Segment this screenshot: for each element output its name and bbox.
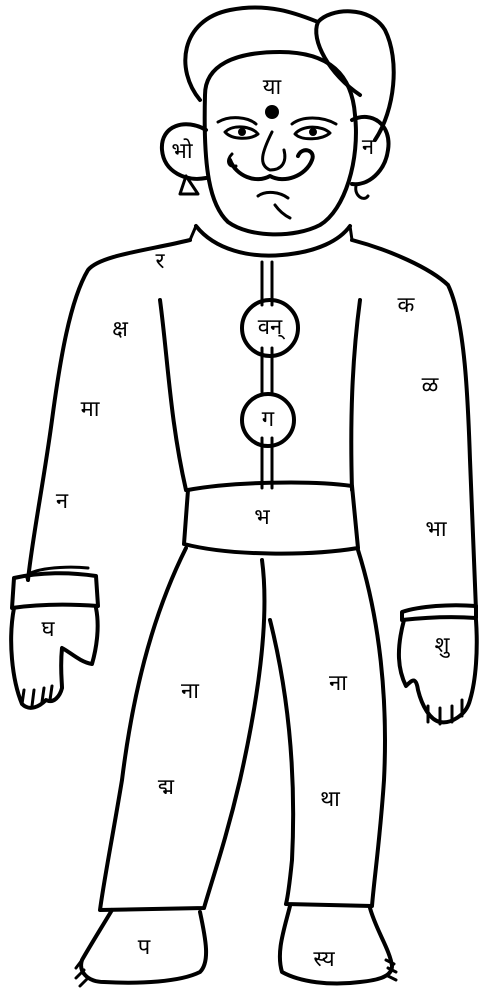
- label-belly-button: ग: [262, 409, 274, 431]
- trousers: [100, 548, 385, 910]
- label-right-thigh: ना: [181, 681, 199, 703]
- label-left-hand: शु: [435, 635, 450, 657]
- turban: [185, 7, 393, 140]
- label-belt: भ: [254, 507, 269, 529]
- label-right-foot: प: [138, 937, 151, 959]
- label-right-shoulder: र: [156, 251, 165, 273]
- label-right-forearm: न: [56, 491, 68, 513]
- label-left-forearm: भा: [425, 519, 446, 541]
- label-right-upper-arm: क्ष: [112, 319, 128, 341]
- belt: [184, 483, 358, 554]
- label-forehead: या: [263, 77, 281, 99]
- label-left-thigh: ना: [329, 673, 347, 695]
- label-left-ear: भो: [171, 141, 192, 163]
- left-cuff: [402, 605, 476, 620]
- label-right-mid-arm: मा: [81, 399, 100, 421]
- label-left-shoulder: क: [398, 295, 415, 317]
- label-right-hand: घ: [41, 619, 54, 641]
- label-left-foot: स्य: [313, 949, 334, 971]
- label-right-ear: न: [362, 137, 374, 159]
- label-right-knee: द्म: [158, 777, 174, 799]
- moustache: [230, 150, 313, 179]
- collar: [196, 226, 350, 256]
- label-chest-button: वन्: [258, 317, 282, 339]
- label-left-knee: था: [320, 789, 340, 811]
- bindi-dot: [265, 105, 279, 119]
- left-foot: [280, 906, 392, 984]
- right-cuff: [12, 573, 98, 608]
- label-left-upper-arm: ळ: [422, 375, 439, 397]
